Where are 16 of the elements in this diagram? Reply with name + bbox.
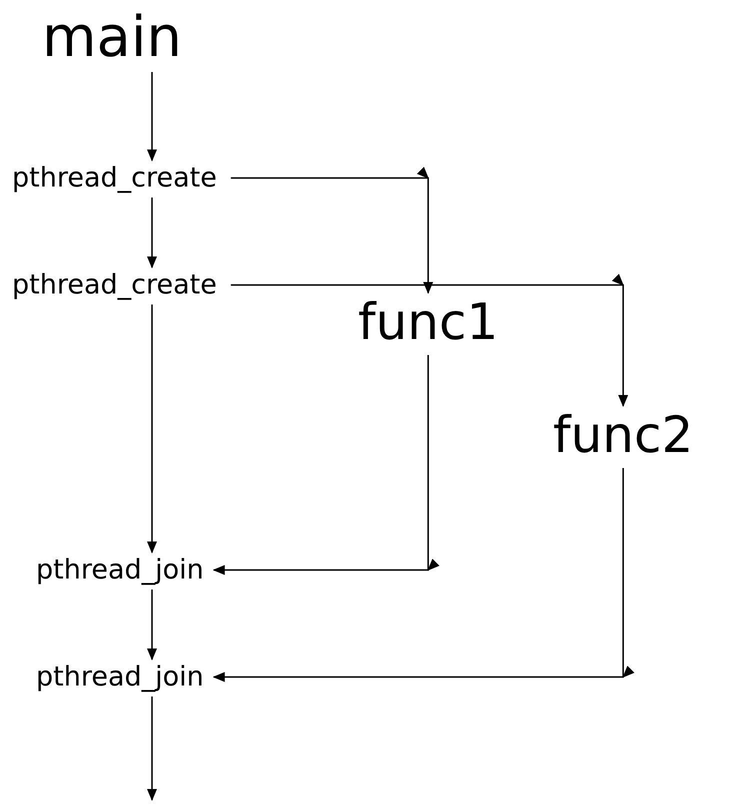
arrow	[147, 198, 157, 268]
function-label: pthread_join	[36, 664, 204, 690]
arrow	[147, 72, 157, 162]
arrow	[230, 167, 433, 294]
function-label: func2	[553, 410, 694, 460]
function-label: main	[42, 10, 182, 66]
function-label: pthread_join	[36, 556, 204, 584]
arrow	[147, 696, 157, 801]
arrow	[213, 355, 440, 575]
arrow	[213, 468, 634, 682]
function-label: pthread_create	[12, 164, 217, 192]
function-label: pthread_create	[12, 272, 217, 298]
arrow	[147, 590, 157, 660]
arrow	[147, 304, 157, 554]
arrow	[230, 274, 628, 407]
function-label: func1	[358, 297, 498, 347]
